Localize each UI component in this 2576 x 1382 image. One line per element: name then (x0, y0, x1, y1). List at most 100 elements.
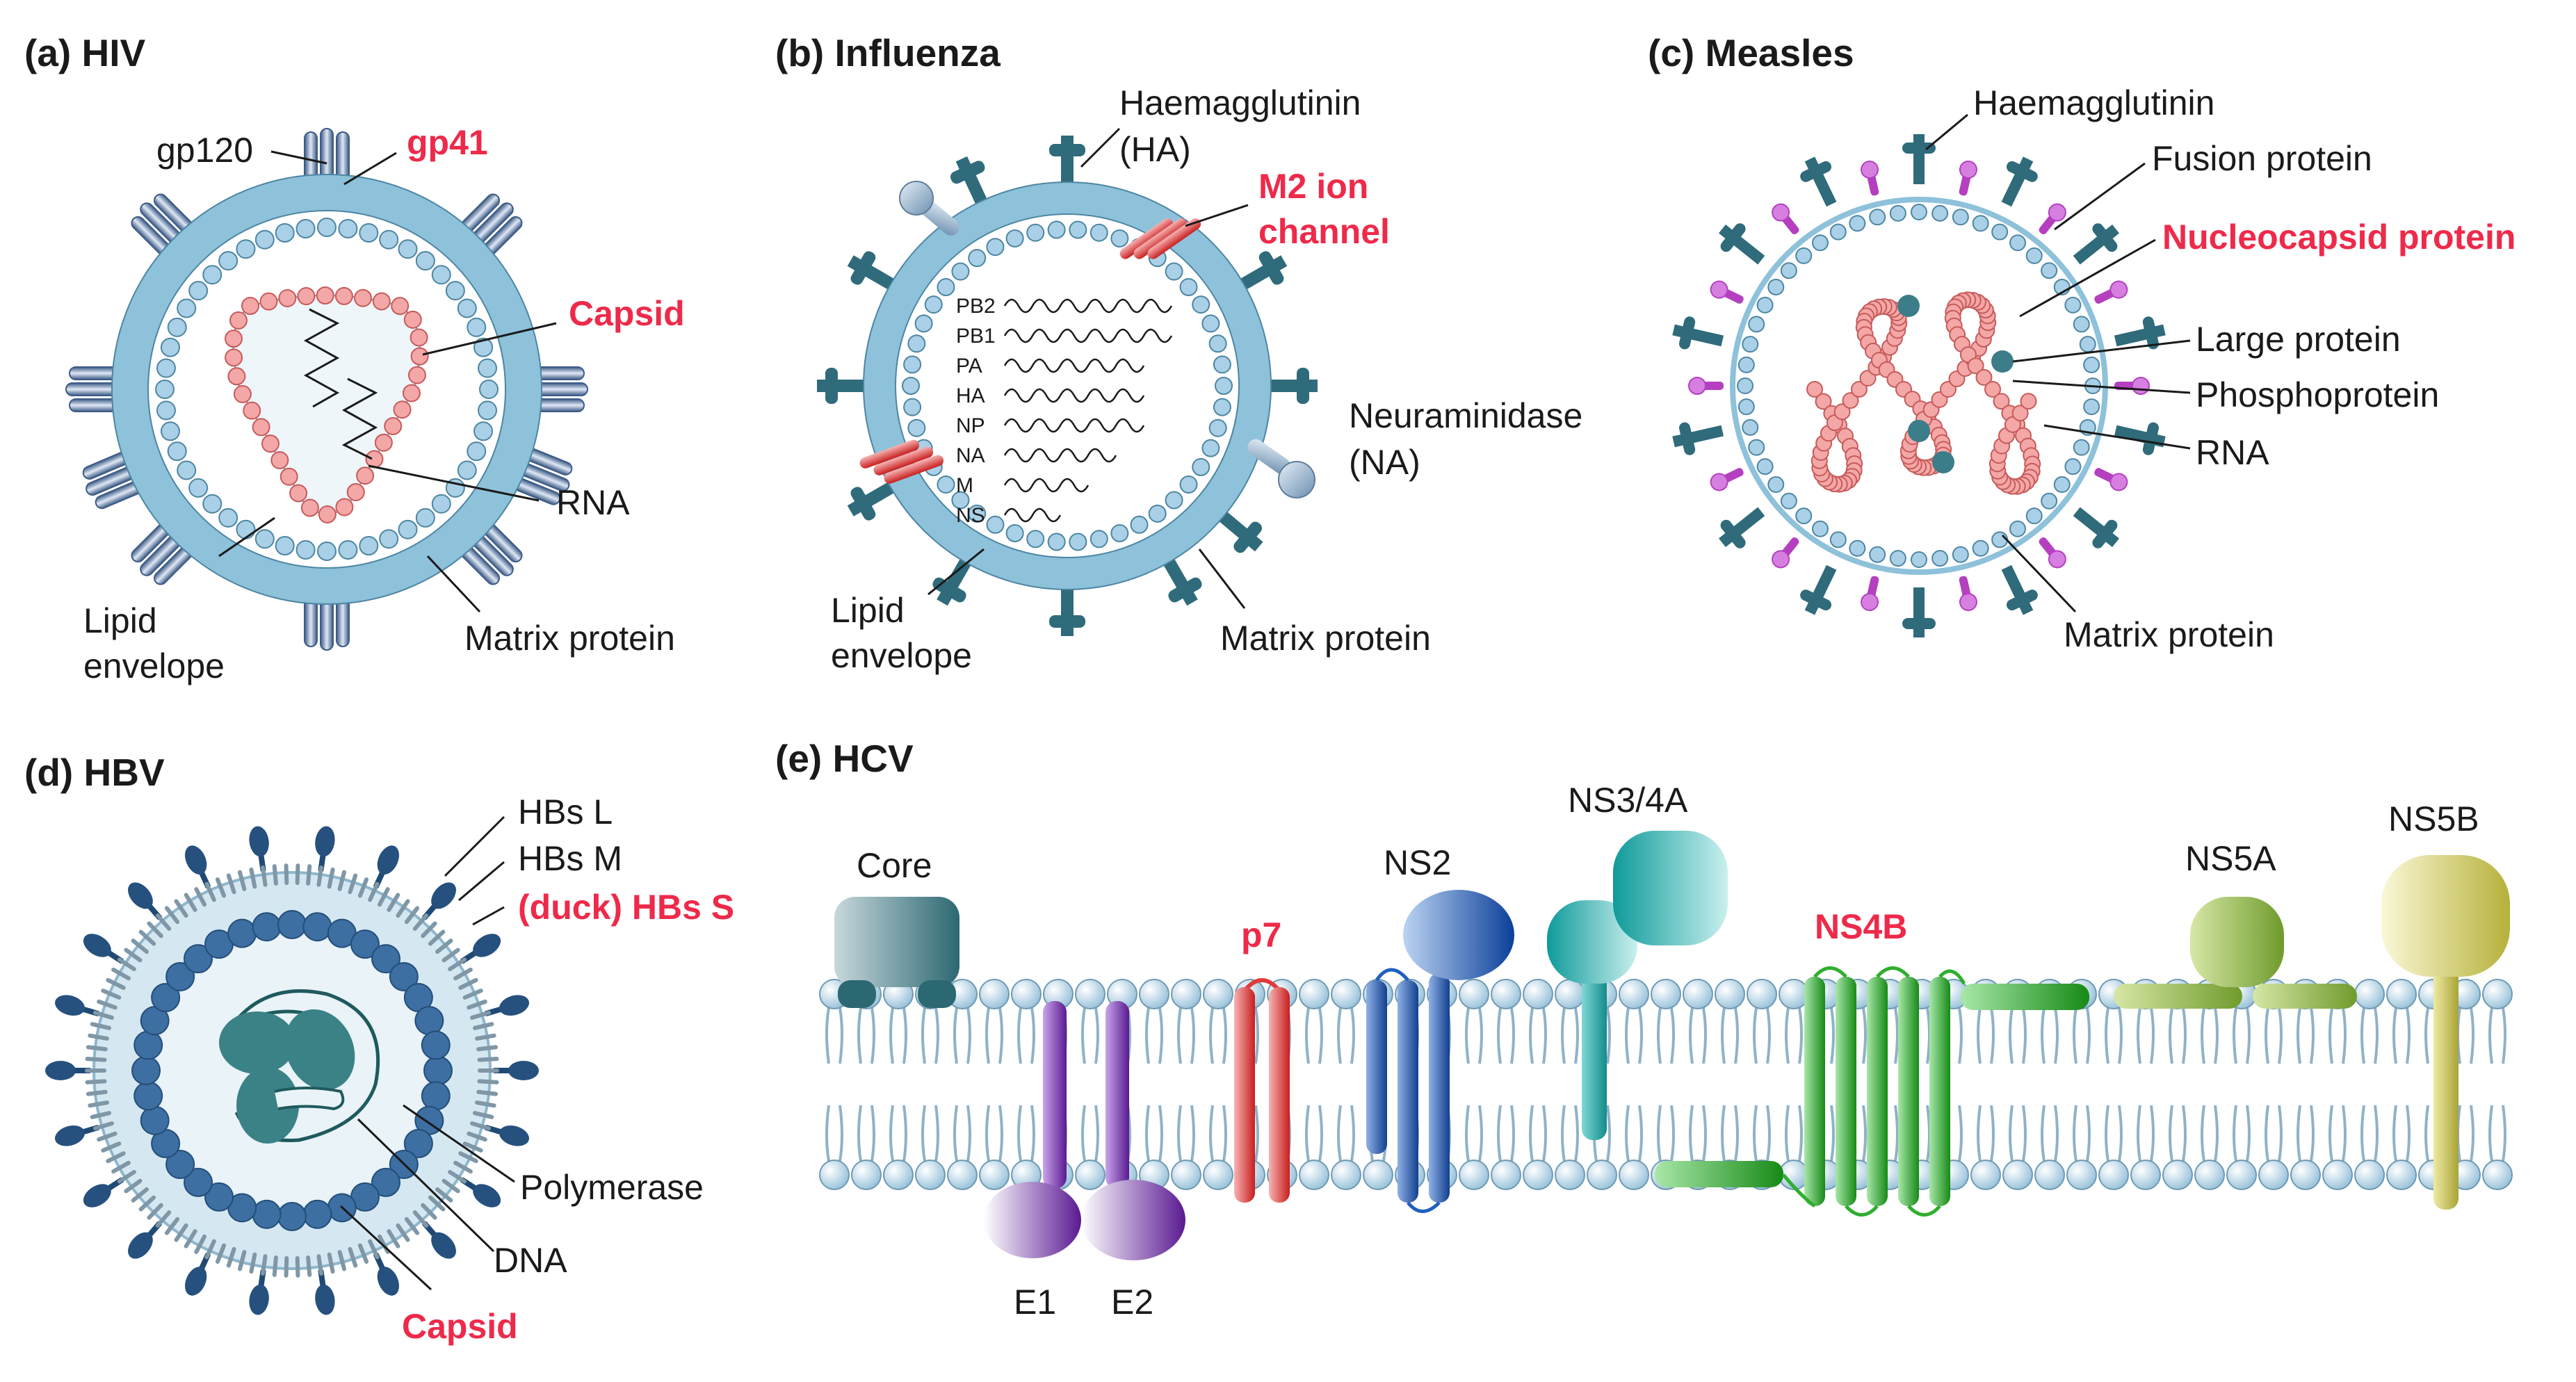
label-matrix-protein: Matrix protein (464, 619, 675, 658)
matrix-bead (951, 491, 970, 510)
fusion-protein (1688, 377, 1724, 395)
lipid-head (979, 1160, 1010, 1190)
haemagglutinin-spike (1672, 316, 1724, 350)
label-hbs-m: HBs M (518, 839, 622, 878)
hcv-ns34a-protein (1547, 831, 1728, 1140)
matrix-bead (1811, 520, 1829, 537)
matrix-bead (2025, 247, 2043, 264)
hbs-protein (184, 1253, 211, 1296)
hcv-e1-helix (1043, 1001, 1067, 1189)
hbs-protein (485, 995, 529, 1017)
capsid-bead (407, 366, 426, 384)
matrix-bead (156, 358, 176, 378)
hiv-rna-strand (341, 377, 378, 460)
matrix-bead (236, 239, 256, 259)
capsid-bead (402, 384, 421, 403)
matrix-bead (1889, 550, 1906, 567)
label-p7: p7 (1241, 916, 1281, 954)
matrix-bead (1208, 418, 1227, 437)
flu-lipid-envelope (864, 182, 1271, 590)
capsid-bead (270, 450, 289, 469)
ha-spike (1238, 251, 1288, 291)
matrix-bead (1179, 278, 1198, 297)
matrix-bead (2083, 356, 2100, 373)
matrix-bead (1192, 457, 1210, 476)
hcv-e1-protein (984, 1182, 1081, 1258)
capsid-bead (151, 983, 181, 1012)
rna-segment (1003, 478, 1089, 493)
matrix-bead (398, 239, 418, 259)
capsid-bead (350, 929, 380, 959)
matrix-bead (2073, 316, 2090, 333)
matrix-bead (1991, 531, 2009, 548)
matrix-bead (359, 222, 379, 243)
panel-b-title: (b) Influenza (775, 31, 1001, 74)
matrix-bead (479, 380, 499, 399)
matrix-bead (1201, 439, 1220, 457)
label-large-protein: Large protein (2196, 320, 2401, 359)
lipid-head (2482, 1160, 2513, 1190)
matrix-bead (1069, 220, 1087, 239)
matrix-bead (1952, 209, 1969, 226)
segment-label: M (956, 474, 973, 497)
matrix-bead (907, 334, 926, 353)
capsid-bead (389, 962, 419, 992)
lipid-head (2194, 1160, 2225, 1190)
hbs-protein (373, 1253, 400, 1296)
matrix-bead (968, 504, 987, 523)
capsid-bead (356, 466, 375, 485)
lipid-head (819, 1160, 850, 1190)
ha-spike (1049, 587, 1085, 636)
hbs-protein (249, 826, 269, 872)
lipid-head (1747, 979, 1777, 1009)
lipid-head (851, 1160, 882, 1190)
matrix-bead (295, 540, 316, 560)
haemagglutinin-spike (1672, 422, 1724, 455)
lipid-head (915, 1160, 946, 1190)
lipid-head (1555, 1160, 1585, 1190)
lipid-head (2482, 979, 2513, 1009)
measles-envelope (1730, 197, 2108, 575)
matrix-bead (2025, 507, 2043, 525)
matrix-bead (295, 218, 316, 238)
hcv-ns5b-protein (2381, 855, 2510, 1210)
capsid-bead (289, 484, 308, 503)
label-rna: RNA (556, 483, 630, 522)
matrix-bead (478, 358, 498, 378)
matrix-bead (177, 460, 197, 480)
capsid-bead (133, 1081, 163, 1111)
fusion-protein (1772, 203, 1799, 235)
ha-spike (1269, 368, 1318, 404)
matrix-bead (903, 355, 922, 374)
matrix-bead (1165, 491, 1183, 510)
capsid-bead (277, 1202, 307, 1231)
panel-d-title: (d) HBV (24, 751, 165, 794)
fusion-protein (2039, 203, 2066, 235)
segment-label: HA (956, 384, 985, 407)
matrix-bead (398, 519, 418, 539)
rna-segment (1003, 298, 1173, 314)
matrix-bead (924, 295, 943, 314)
nucleocapsid-bead (1993, 393, 2010, 410)
haemagglutinin-spike (2073, 223, 2120, 265)
matrix-bead (1215, 377, 1233, 395)
nucleocapsid-bead (1975, 368, 1993, 386)
lipid-head (2066, 1160, 2097, 1190)
matrix-bead (951, 262, 970, 281)
matrix-bead (902, 377, 920, 395)
matrix-bead (1748, 316, 1765, 333)
matrix-bead (431, 265, 451, 285)
panel-a-title: (a) HIV (24, 31, 146, 74)
hbs-protein (485, 1124, 529, 1146)
label-haemagglutinin: Haemagglutinin (HA) (1119, 83, 1370, 169)
label-gp120: gp120 (156, 131, 253, 170)
matrix-bead (1911, 204, 1927, 220)
matrix-bead (937, 475, 955, 494)
lipid-head (2386, 979, 2417, 1009)
matrix-bead (317, 218, 337, 237)
lipid-head (1491, 1160, 1521, 1190)
matrix-bead (1767, 476, 1785, 494)
ha-spike (1049, 136, 1085, 184)
hiv-capsid-beads (225, 286, 429, 523)
hbs-protein (460, 934, 501, 964)
